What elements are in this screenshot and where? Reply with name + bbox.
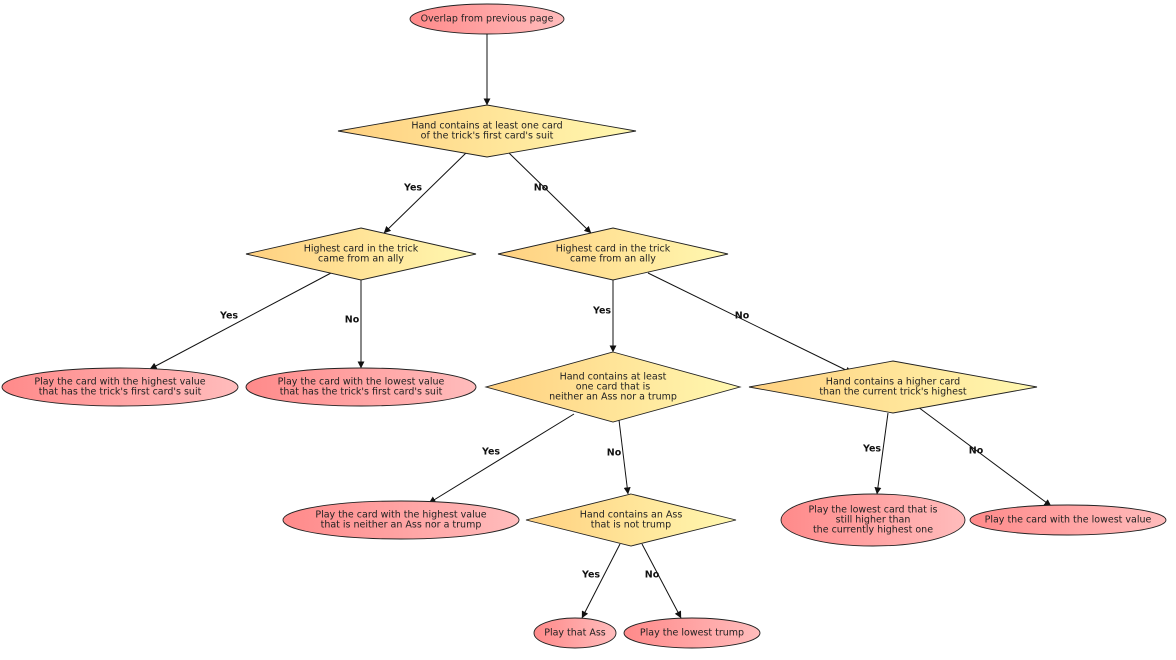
decision-diamond bbox=[748, 360, 1038, 414]
decision-diamond bbox=[497, 227, 729, 281]
terminal-ellipse bbox=[245, 367, 477, 407]
node-label-line: came from an ally bbox=[318, 254, 404, 265]
node-label-line: Play the card with the lowest value bbox=[985, 515, 1152, 526]
node-label-line: Play that Ass bbox=[544, 628, 606, 639]
terminal-ellipse bbox=[1, 367, 239, 407]
edge-label-yes: Yes bbox=[481, 447, 500, 458]
terminal-ellipse bbox=[623, 617, 761, 649]
edge-d3-to-d5 bbox=[618, 419, 631, 495]
node-label-line: that has the trick's first card's suit bbox=[39, 387, 202, 398]
node-label-line: neither an Ass nor a trump bbox=[549, 392, 677, 403]
terminal-ellipse bbox=[533, 617, 617, 649]
decision-diamond bbox=[245, 227, 477, 281]
node-label-line: came from an ally bbox=[570, 254, 656, 265]
decision-diamond bbox=[525, 493, 737, 547]
node-label-line: that is neither an Ass nor a trump bbox=[321, 520, 482, 531]
node-label-line: still higher than bbox=[836, 515, 911, 526]
edge-label-no: No bbox=[607, 448, 622, 459]
terminal-ellipse bbox=[780, 493, 966, 547]
edge-label-yes: Yes bbox=[403, 183, 422, 194]
edge-label-no: No bbox=[534, 183, 549, 194]
node-label-line: Hand contains at least one card bbox=[411, 121, 562, 132]
edge-label-no: No bbox=[345, 315, 360, 326]
decision-diamond bbox=[484, 351, 742, 423]
terminal-ellipse bbox=[409, 3, 565, 35]
node-label-line: that has the trick's first card's suit bbox=[280, 387, 443, 398]
node-label-line: Play the card with the highest value bbox=[34, 377, 205, 388]
node-label-line: Highest card in the trick bbox=[556, 244, 671, 255]
node-label-line: the currently highest one bbox=[813, 525, 933, 536]
edge-label-no: No bbox=[645, 570, 660, 581]
node-label-line: Play the lowest card that is bbox=[809, 505, 938, 516]
node-label-line: Hand contains at least bbox=[560, 372, 667, 383]
edge-d4-to-t5 bbox=[917, 406, 1052, 507]
node-label-line: that is not trump bbox=[591, 520, 671, 531]
terminal-node-t7: Play the lowest trump bbox=[623, 617, 761, 649]
node-label-line: Hand contains a higher card bbox=[826, 377, 960, 388]
terminal-node-t3: Play the card with the highest valuethat… bbox=[282, 500, 520, 540]
decision-diamond bbox=[337, 104, 637, 158]
node-label-line: than the current trick's highest bbox=[819, 387, 967, 398]
node-label-line: Highest card in the trick bbox=[304, 244, 419, 255]
edge-d1-to-d2b bbox=[508, 152, 592, 234]
edge-d4-to-t4 bbox=[874, 412, 889, 495]
node-label-line: of the trick's first card's suit bbox=[421, 131, 554, 142]
edge-label-yes: Yes bbox=[219, 311, 238, 322]
node-label-line: Play the lowest trump bbox=[640, 628, 744, 639]
node-label-line: Play the card with the lowest value bbox=[278, 377, 445, 388]
terminal-ellipse bbox=[282, 500, 520, 540]
terminal-node-t2: Play the card with the lowest valuethat … bbox=[245, 367, 477, 407]
node-label-line: Hand contains an Ass bbox=[580, 510, 683, 521]
edge-d2a-to-t1 bbox=[149, 272, 332, 370]
edge-label-no: No bbox=[735, 311, 750, 322]
edge-label-yes: Yes bbox=[592, 306, 611, 317]
edge-d1-to-d2a bbox=[383, 152, 467, 234]
node-label-line: Overlap from previous page bbox=[421, 14, 554, 25]
terminal-node-t1: Play the card with the highest valuethat… bbox=[1, 367, 239, 407]
edge-d5-to-t7 bbox=[641, 543, 682, 619]
terminal-ellipse bbox=[969, 504, 1167, 536]
terminal-node-t6: Play that Ass bbox=[533, 617, 617, 649]
edge-label-yes: Yes bbox=[581, 570, 600, 581]
edge-d2b-to-d4 bbox=[647, 272, 853, 374]
node-label-line: Play the card with the highest value bbox=[315, 510, 486, 521]
terminal-node-start: Overlap from previous page bbox=[409, 3, 565, 35]
edge-label-yes: Yes bbox=[862, 444, 881, 455]
node-label-line: one card that is bbox=[576, 382, 650, 393]
edge-d3-to-t3 bbox=[428, 413, 575, 504]
edge-d5-to-t6 bbox=[581, 543, 621, 619]
edge-label-no: No bbox=[969, 446, 984, 457]
terminal-node-t5: Play the card with the lowest value bbox=[969, 504, 1167, 536]
